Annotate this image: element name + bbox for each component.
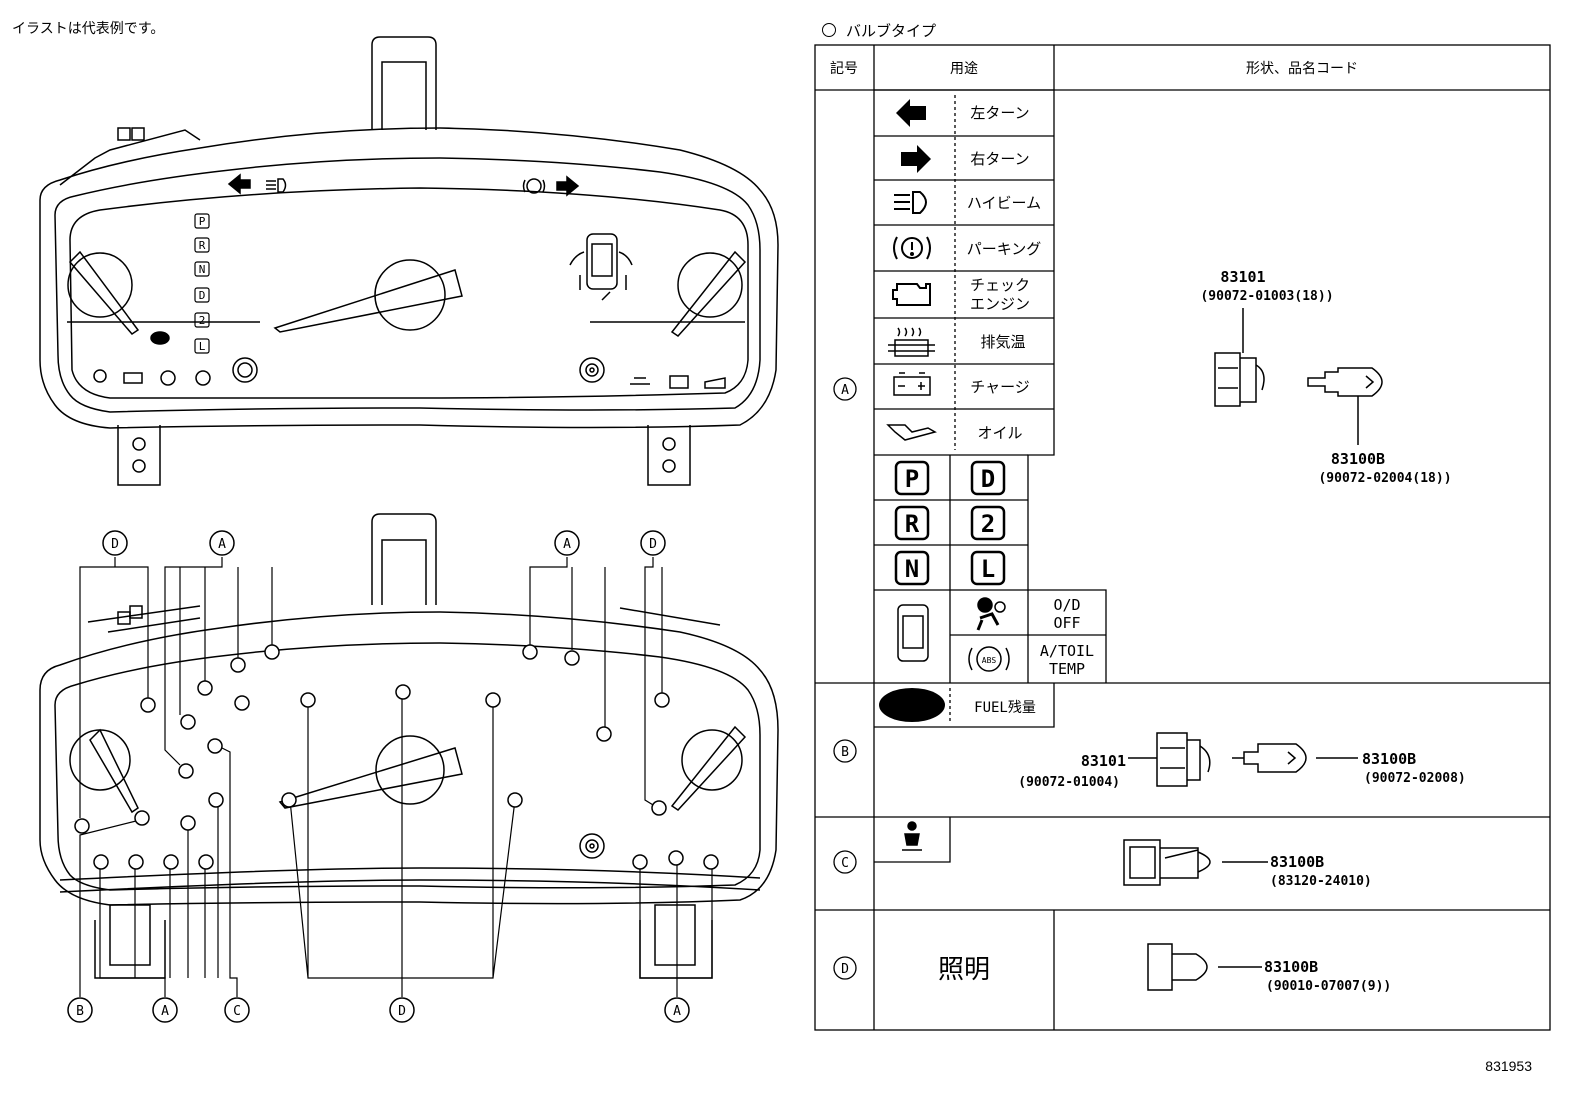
- callout-label: D: [111, 537, 119, 552]
- gear-letter: R: [199, 239, 206, 252]
- usage-right-turn: 右ターン: [970, 150, 1029, 168]
- shift-letter: L: [981, 555, 995, 583]
- shift-letter: 2: [981, 510, 995, 538]
- bulb-type-title: バルブタイプ: [822, 20, 936, 41]
- callout-label: D: [649, 537, 657, 552]
- part-number-c-bulb: 83100B: [1270, 853, 1324, 871]
- left-turn-icon: [896, 99, 926, 127]
- abs-label: ABS: [982, 656, 997, 665]
- usage-oil: オイル: [977, 424, 1022, 442]
- usage-exhaust-temp: 排気温: [980, 333, 1025, 351]
- parking-brake-icon: [893, 236, 931, 260]
- document-number: 831953: [1485, 1058, 1532, 1074]
- callout-label: C: [233, 1004, 241, 1019]
- callout-label: B: [76, 1004, 84, 1019]
- usage-parking: パーキング: [967, 240, 1042, 258]
- door-ajar-icon: [897, 604, 929, 662]
- shift-letter: P: [905, 465, 919, 493]
- callout-label: A: [673, 1004, 681, 1019]
- fuel-indicator-icon: [879, 688, 945, 722]
- at-oil-temp-line2: TEMP: [1049, 660, 1085, 678]
- part-code-a-socket: (90072-01003(18)): [1200, 289, 1333, 304]
- check-engine-icon: [892, 283, 931, 306]
- seatbelt-icon: [902, 821, 922, 851]
- usage-illumination: 照明: [938, 955, 990, 985]
- part-code-b-socket: (90072-01004): [1018, 775, 1120, 790]
- battery-icon: [893, 372, 931, 396]
- circle-bullet-icon: [822, 23, 836, 37]
- gear-letter: P: [199, 215, 206, 228]
- part-code-b-bulb: (90072-02008): [1364, 771, 1466, 786]
- header-shape-code: 形状、品名コード: [1246, 61, 1358, 77]
- bulb-type-label: バルブタイプ: [846, 22, 937, 40]
- callout-label: A: [218, 537, 226, 552]
- symbol-d: D: [841, 962, 849, 977]
- part-code-d-bulb: (90010-07007(9)): [1266, 979, 1391, 994]
- usage-high-beam: ハイビーム: [967, 194, 1041, 212]
- header-usage: 用途: [950, 60, 978, 77]
- gear-letter: D: [199, 289, 206, 302]
- symbol-a: A: [841, 383, 849, 398]
- bulb-type-table: P D R 2 N L ABS: [814, 44, 1551, 1031]
- part-number-b-bulb: 83100B: [1362, 750, 1416, 768]
- at-oil-temp-line1: A/TOIL: [1040, 642, 1094, 660]
- exhaust-temp-icon: [888, 327, 935, 357]
- part-number-a-socket: 83101: [1220, 268, 1265, 286]
- airbag-icon: [976, 597, 1006, 631]
- shift-letter: R: [905, 510, 920, 538]
- shift-letter: N: [905, 555, 919, 583]
- usage-left-turn: 左ターン: [970, 104, 1029, 122]
- symbol-b: B: [841, 745, 849, 760]
- usage-icons: [886, 99, 937, 441]
- high-beam-icon: [894, 191, 927, 214]
- symbol-c: C: [841, 856, 849, 871]
- illustration-note: イラストは代表例です。: [12, 21, 165, 37]
- header-symbol: 記号: [830, 60, 858, 77]
- oil-pressure-icon: [886, 424, 937, 441]
- part-number-a-bulb: 83100B: [1331, 450, 1385, 468]
- part-code-a-bulb: (90072-02004(18)): [1318, 471, 1451, 486]
- gear-letter: 2: [199, 314, 206, 327]
- part-number-b-socket: 83101: [1081, 752, 1126, 770]
- cluster-rear-view: [39, 513, 779, 979]
- shift-letter: D: [981, 465, 995, 493]
- right-turn-icon: [901, 145, 931, 173]
- od-off-line2: OFF: [1053, 614, 1080, 632]
- cluster-front-view: [39, 36, 779, 486]
- od-off-line1: O/D: [1053, 596, 1080, 614]
- gear-indicator: P R N D 2 L: [194, 213, 210, 354]
- usage-check-engine-line2: エンジン: [970, 295, 1030, 313]
- gear-letter: N: [199, 263, 206, 276]
- gear-letter: L: [199, 340, 206, 353]
- callout-label: A: [563, 537, 571, 552]
- usage-fuel-level: FUEL残量: [974, 700, 1036, 716]
- part-code-c-bulb: (83120-24010): [1270, 874, 1372, 889]
- usage-charge: チャージ: [970, 378, 1030, 396]
- usage-check-engine-line1: チェック: [970, 276, 1030, 294]
- callout-label: A: [161, 1004, 169, 1019]
- abs-icon: [968, 646, 1010, 672]
- callout-label: D: [398, 1004, 406, 1019]
- cluster-diagrams: P R N D 2 L D A A D B A C D A: [39, 36, 779, 1023]
- part-number-d-bulb: 83100B: [1264, 958, 1318, 976]
